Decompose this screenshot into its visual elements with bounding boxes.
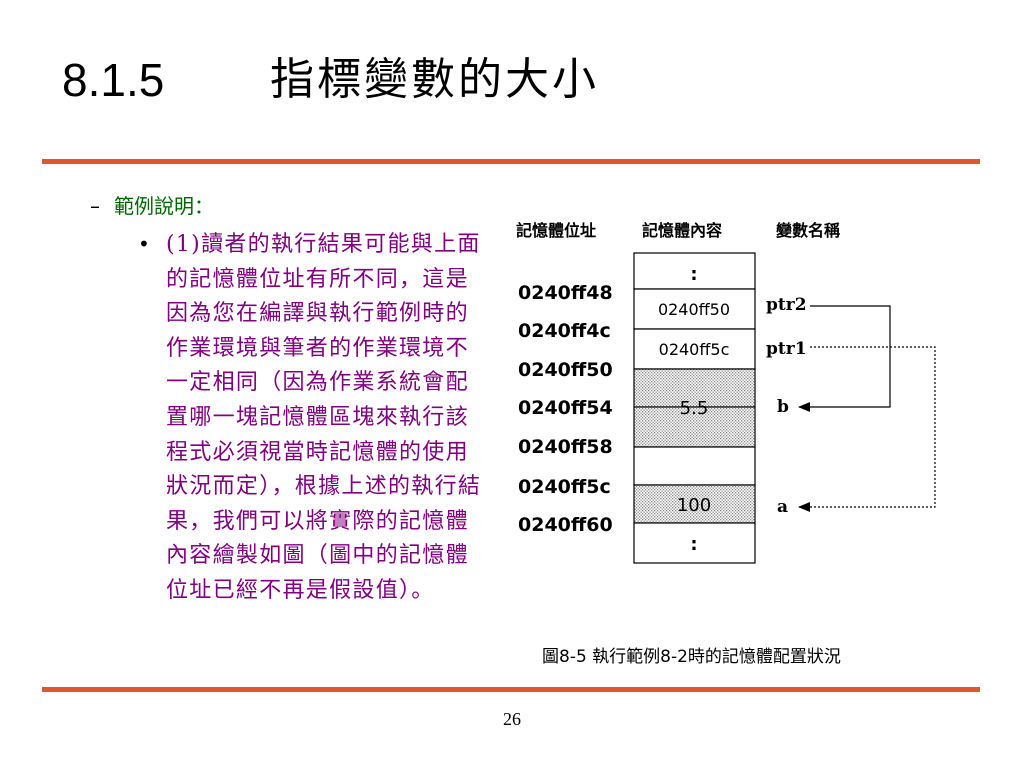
memory-cell-shaded: [633, 484, 756, 524]
cell-ellipsis-top: :: [690, 264, 697, 285]
figure-caption: 圖8-5 執行範例8-2時的記憶體配置狀況: [542, 647, 841, 667]
address-label: 0240ff50: [518, 359, 613, 381]
var-a: a: [777, 497, 788, 517]
cell-ptr1-value: 0240ff5c: [659, 340, 730, 359]
var-ptr2: ptr2: [766, 295, 807, 315]
var-ptr1: ptr1: [766, 339, 807, 359]
subheading-text: 範例說明：: [114, 194, 214, 218]
memory-cell: [633, 446, 756, 486]
memory-cell: [633, 288, 756, 330]
cell-ellipsis-bottom: :: [690, 534, 697, 555]
header-address: 記憶體位址: [516, 221, 596, 240]
header-name: 變數名稱: [776, 221, 840, 240]
cell-a-value: 100: [677, 495, 711, 516]
bullet-paragraph: (1)讀者的執行結果可能與上面的記憶體位址有所不同，這是因為您在編譯與執行範例時…: [166, 232, 482, 603]
header-content: 記憶體內容: [642, 221, 722, 240]
bullet-marker: •: [138, 232, 150, 256]
top-divider: [42, 159, 980, 164]
var-b: b: [777, 397, 789, 417]
address-label: 0240ff54: [518, 397, 613, 419]
address-label: 0240ff58: [518, 436, 613, 458]
bottom-divider: [42, 687, 980, 692]
address-label: 0240ff48: [518, 282, 613, 304]
memory-cell: [633, 252, 756, 290]
ptr2-arrow: [798, 305, 891, 412]
memory-cell-shaded: [633, 368, 756, 408]
address-label: 0240ff4c: [518, 320, 611, 342]
memory-cell: [633, 328, 756, 370]
address-label: 0240ff60: [518, 514, 613, 536]
slide-title-number: 8.1.5: [62, 54, 165, 106]
memory-cell: [633, 522, 756, 564]
memory-diagram: 記憶體位址 記憶體內容 變數名稱 : 0240ff50 0240ff5c 5.5…: [516, 221, 936, 564]
subheading-dash: –: [90, 194, 100, 218]
address-label: 0240ff5c: [518, 476, 611, 498]
cell-b-value: 5.5: [680, 398, 709, 419]
page-number: 26: [503, 709, 521, 729]
cell-ptr2-value: 0240ff50: [658, 300, 730, 319]
subheading: –範例說明：: [90, 190, 214, 219]
slide-title: 指標變數的大小: [270, 54, 599, 105]
ptr1-arrow: [798, 346, 936, 512]
